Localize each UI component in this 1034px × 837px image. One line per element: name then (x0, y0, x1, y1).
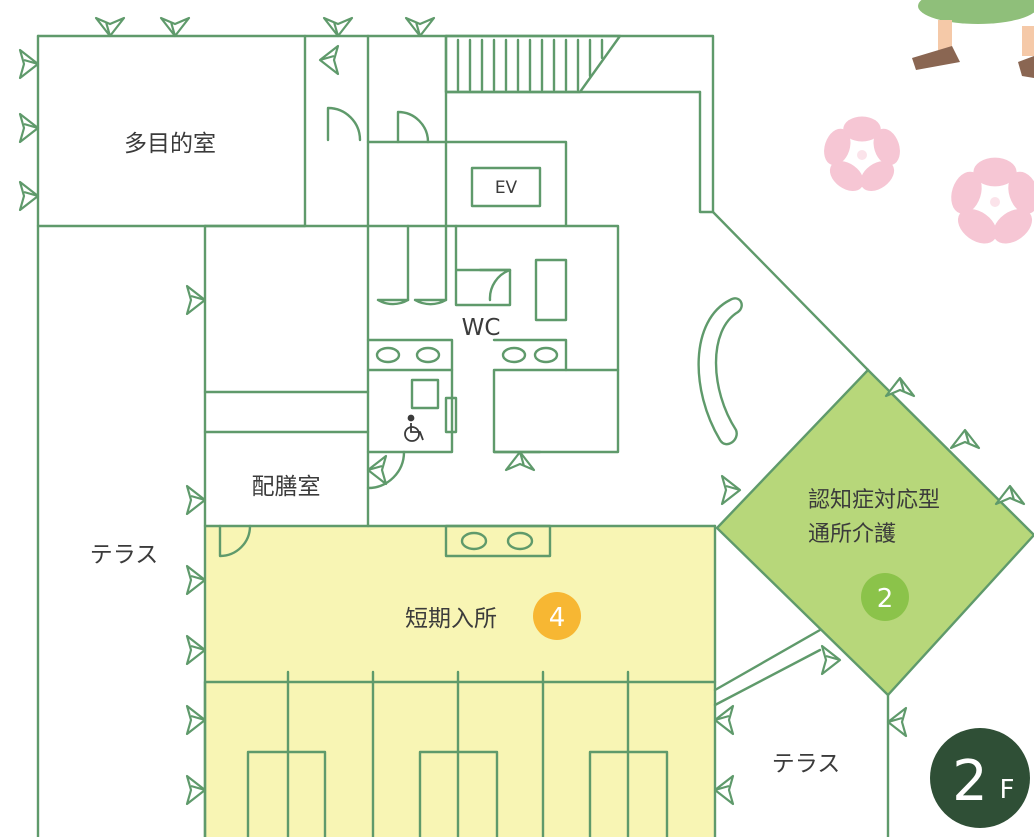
person-feet-icon (912, 0, 1034, 78)
leaf-decor (185, 704, 207, 736)
blossom-petal (824, 128, 851, 166)
blossom-petal (973, 157, 1017, 187)
leaf-decor (713, 774, 735, 806)
blossom-petal (860, 161, 895, 191)
terrace-left-label: テラス (90, 542, 159, 568)
wheelchair-icon (404, 414, 424, 442)
blossom-petal (993, 209, 1033, 244)
curved-bench (697, 297, 743, 446)
leaf-decor (159, 16, 191, 38)
dementia-care-marker[interactable] (861, 573, 909, 621)
leaf-decor (884, 376, 916, 398)
dementia-care-label-line2: 通所介護 (808, 522, 896, 547)
leaf-decor (185, 774, 207, 806)
leaf-decor (185, 564, 207, 596)
blossom-petal (957, 209, 997, 244)
leaf-decor (185, 484, 207, 516)
leaf-decor (185, 634, 207, 666)
leaf-decor (322, 16, 354, 38)
room-restroom-label: WC (462, 315, 501, 341)
room-multipurpose-label: 多目的室 (124, 131, 216, 157)
leaf-decor (94, 16, 126, 38)
blossom-petal (951, 171, 982, 214)
sinks (375, 346, 559, 551)
floor-number: 2 (952, 749, 988, 814)
short-stay-marker[interactable] (533, 592, 581, 640)
blossom-center (857, 150, 867, 160)
leaf-decor (185, 284, 207, 316)
dementia-care-label-line1: 認知症対応型 (808, 488, 940, 513)
doors (218, 106, 542, 558)
room-pantry-label: 配膳室 (252, 474, 321, 500)
interior-walls (203, 140, 717, 684)
leaf-decor (18, 48, 40, 80)
short-stay-label: 短期入所 (405, 606, 497, 632)
terrace-right-label: テラス (772, 751, 841, 777)
leaf-decor (994, 484, 1026, 506)
floor-badge: 2 F (930, 728, 1030, 828)
bedrooms (203, 670, 669, 837)
blossom-petal (873, 128, 900, 166)
stairs (444, 34, 622, 94)
blossom-petal (829, 161, 864, 191)
leaf-decor (404, 16, 436, 38)
blossom-petal (843, 116, 881, 142)
leaf-decor (18, 180, 40, 212)
cherry-blossom-icon (824, 116, 1034, 244)
blossom-petal (1008, 171, 1034, 214)
leaf-decor (886, 706, 908, 738)
leaf-decor (366, 454, 388, 486)
leaf-decor (18, 112, 40, 144)
short-stay-marker-number: 4 (549, 603, 566, 633)
blossom-center (990, 197, 1000, 207)
room-elevator-label: EV (495, 178, 518, 198)
leaf-decor (949, 428, 981, 450)
leaf-decor (318, 44, 340, 76)
leaf-decor (713, 704, 735, 736)
dementia-care-marker-number: 2 (877, 584, 894, 614)
floor-suffix: F (1000, 775, 1015, 805)
leaf-decor (820, 644, 842, 676)
plant-decor (18, 16, 1026, 806)
leaf-decor (720, 474, 742, 506)
leaf-decor (504, 450, 536, 472)
